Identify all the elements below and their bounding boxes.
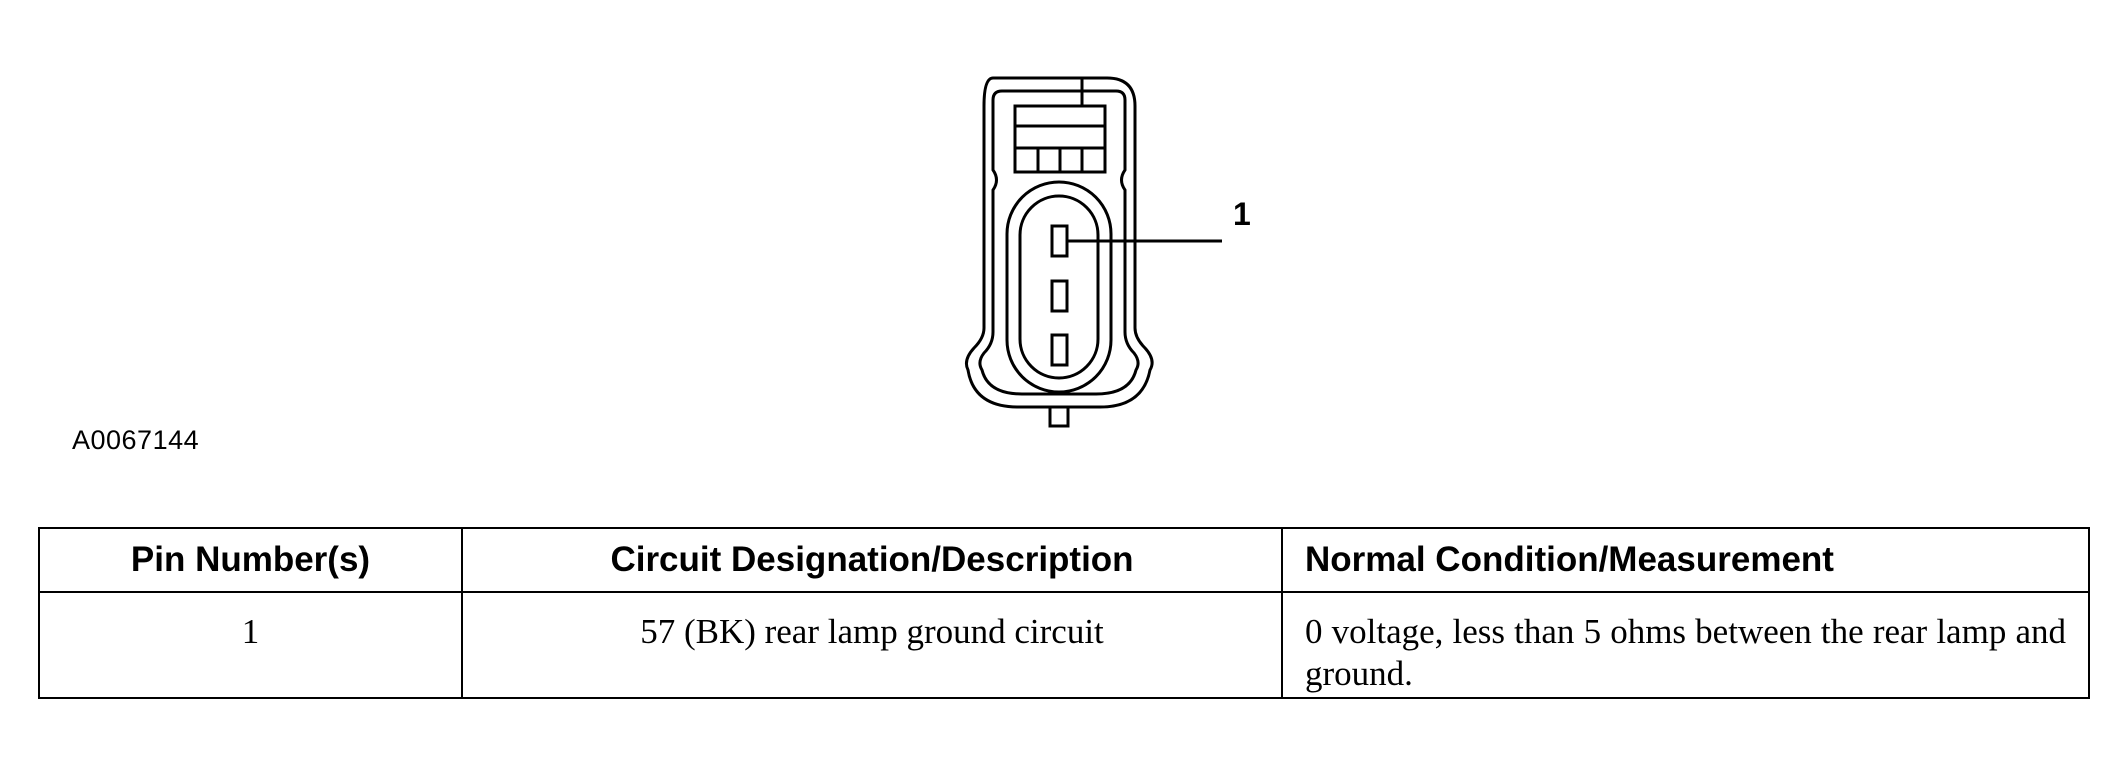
cell-circuit-description: 57 (BK) rear lamp ground circuit [461,591,1283,699]
header-normal-condition: Normal Condition/Measurement [1281,527,2090,593]
connector-housing-outer [965,76,1154,409]
pin-1-terminal [1050,224,1069,258]
pin-3-terminal [1050,333,1069,367]
pin-cavity-inner [1018,194,1100,380]
header-circuit-designation: Circuit Designation/Description [461,527,1283,593]
table-header-row: Pin Number(s) Circuit Designation/Descri… [38,527,2090,593]
figure-id-label: A0067144 [72,425,200,455]
cell-pin-number: 1 [38,591,463,699]
pin-cavity-outer [1005,180,1113,394]
connector-diagram [960,70,1280,430]
cell-normal-condition: 0 voltage, less than 5 ohms between the … [1281,591,2090,699]
bottom-key [1048,407,1070,428]
table-row: 1 57 (BK) rear lamp ground circuit 0 vol… [38,591,2090,699]
header-pin-number: Pin Number(s) [38,527,463,593]
pinout-table: Pin Number(s) Circuit Designation/Descri… [38,527,2090,699]
connector-drawing [965,76,1222,428]
pin-2-terminal [1050,279,1069,313]
connector-housing-inner [978,89,1140,396]
callout-number: 1 [1233,196,1251,232]
